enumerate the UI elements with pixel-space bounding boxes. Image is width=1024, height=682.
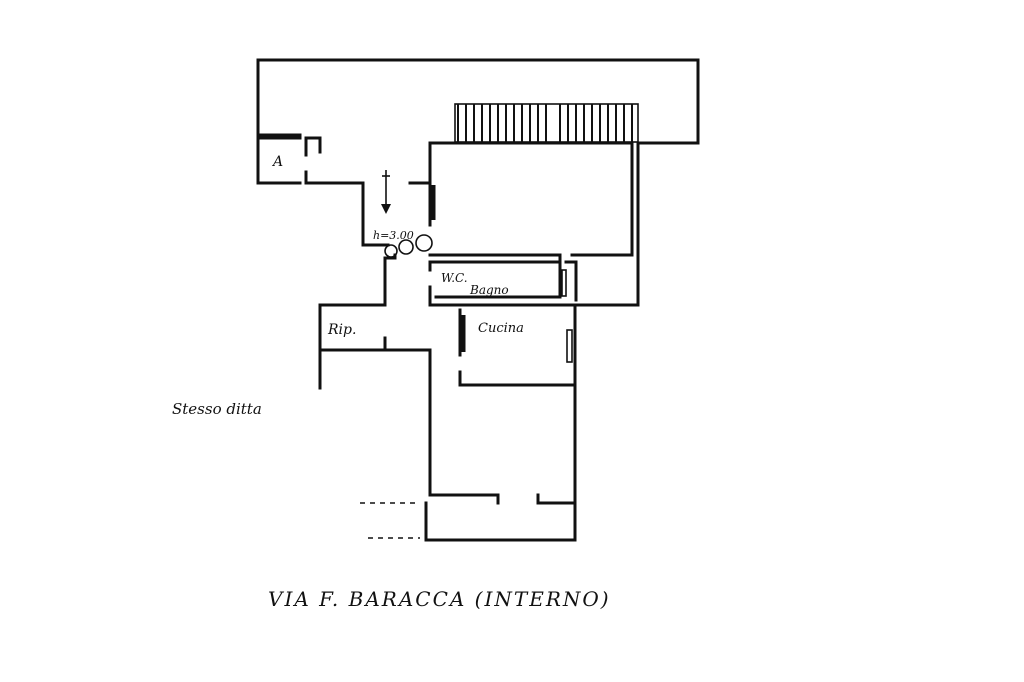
corridor: h=3.00 [318,170,433,390]
courtyard-outline [256,58,700,145]
lower-room [360,383,577,542]
room-a: A [256,136,390,247]
level-note: h=3.00 [373,229,414,242]
main-room [428,141,640,307]
stair-arrow-icon [381,170,391,214]
fixture-circles-icon [384,234,433,258]
neighbor-label: Stesso ditta [172,400,262,418]
ripostiglio-label: Rip. [327,322,356,338]
cucina-room: Cucina [458,303,577,387]
balcony-railing [454,103,639,143]
wc-label: W.C. [441,271,468,285]
street-label: VIA F. BARACCA (INTERNO) [268,587,611,611]
cucina-label: Cucina [478,321,524,336]
room-a-label: A [271,154,283,170]
ripostiglio-room: Rip. [318,322,432,390]
bagno-label: Bagno [469,283,509,297]
bagno-room: W.C. Bagno [428,260,578,307]
